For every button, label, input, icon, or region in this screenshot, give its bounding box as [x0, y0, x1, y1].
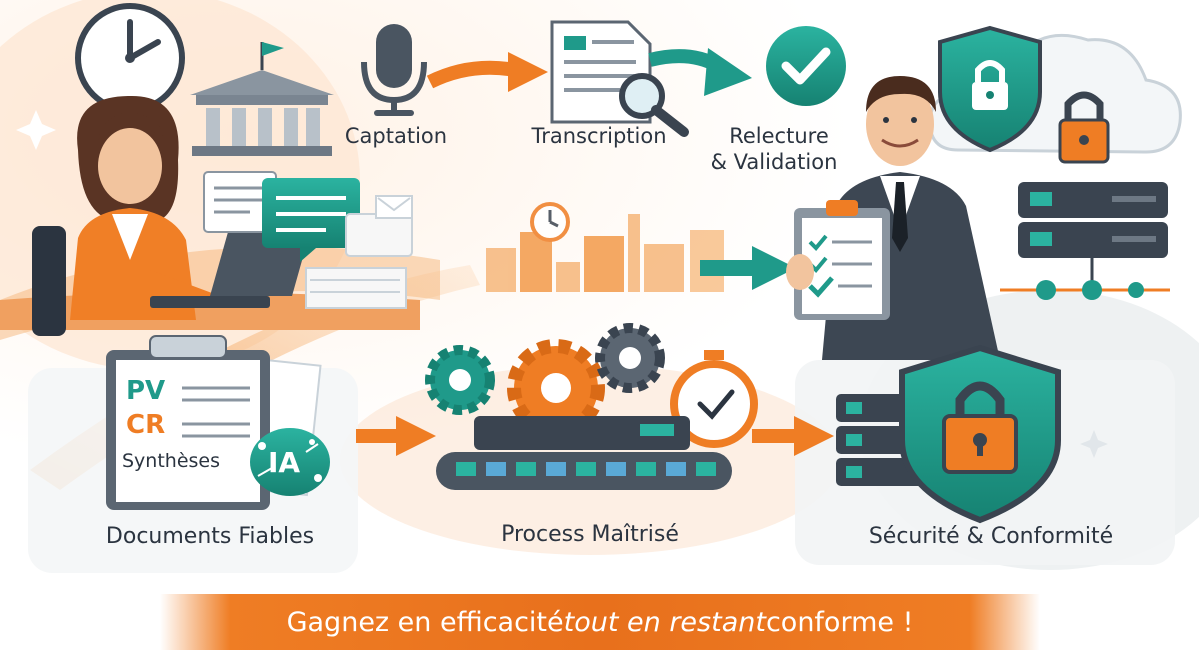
tagline-part2: conforme !: [765, 606, 914, 638]
step-transcription-label: Transcription: [531, 124, 667, 148]
padlock-icon: [1058, 91, 1110, 164]
check-circle-icon: [766, 26, 846, 106]
institution-building-icon: [190, 42, 334, 156]
pillar-securite-label: Sécurité & Conformité: [868, 524, 1114, 549]
city-skyline-icon: [486, 202, 724, 292]
pv-label: PV: [126, 376, 166, 406]
step-relecture-label-line2: & Validation: [710, 150, 838, 174]
ia-label: IA: [268, 446, 301, 479]
message-document-icon: [203, 171, 413, 262]
cr-label: CR: [126, 410, 166, 440]
pillar-documents-label: Documents Fiables: [105, 524, 315, 549]
clock-icon: [75, 3, 185, 113]
sparkle-icon: [16, 110, 1108, 458]
microphone-icon: [361, 24, 427, 116]
tagline-part1: Gagnez en efficacité: [286, 606, 564, 638]
documents-clipboard-icon: [106, 335, 322, 510]
transcription-document-icon: [550, 20, 689, 137]
security-shield-icon: [899, 344, 1061, 524]
syntheses-label: Synthèses: [122, 450, 221, 472]
checklist-clipboard-icon: [786, 200, 890, 320]
server-stack-icon: [1000, 182, 1170, 300]
woman-working-illustration: [0, 95, 420, 336]
tagline-emphasis: tout en restant: [563, 606, 766, 638]
pillar-process-label: Process Maîtrisé: [501, 522, 679, 547]
gear-icon: [595, 323, 665, 393]
step-captation-label: Captation: [344, 124, 448, 148]
gear-icon: [425, 345, 495, 415]
step-relecture-label-line1: Relecture: [729, 124, 829, 148]
conveyor-machine-icon: [436, 416, 732, 490]
stopwatch-icon: [670, 350, 758, 448]
tagline-banner: Gagnez en efficacité tout en restant con…: [160, 594, 1040, 650]
ai-brain-icon: [250, 428, 330, 496]
shield-icon: [938, 25, 1042, 153]
